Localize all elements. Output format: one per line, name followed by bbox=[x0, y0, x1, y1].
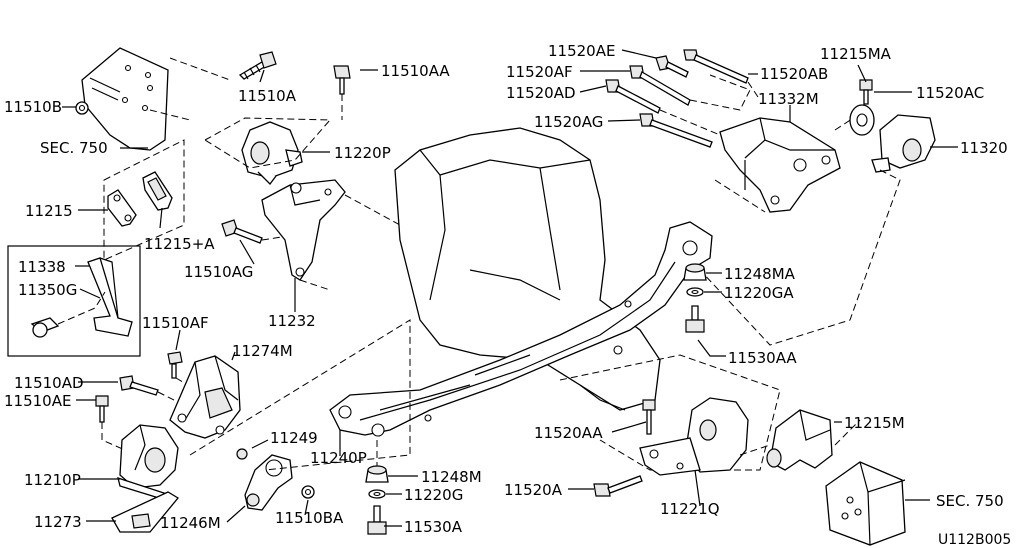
label-11215: 11215 bbox=[25, 202, 73, 220]
label-11510aa: 11510AA bbox=[381, 62, 450, 80]
label-11215a: 11215+A bbox=[144, 235, 215, 253]
label-11510a: 11510A bbox=[238, 87, 297, 105]
bolt-11530aa bbox=[685, 305, 705, 333]
label-11249: 11249 bbox=[270, 429, 318, 447]
label-11220p: 11220P bbox=[334, 144, 391, 162]
label-11274m: 11274M bbox=[232, 342, 293, 360]
label-11520af: 11520AF bbox=[506, 63, 573, 81]
bolt-11520ae bbox=[655, 55, 689, 78]
label-11210p: 11210P bbox=[24, 471, 81, 489]
bracket-11232 bbox=[261, 179, 346, 281]
washer-11510b bbox=[75, 101, 89, 115]
label-11232: 11232 bbox=[268, 312, 316, 330]
label-11510ae: 11510AE bbox=[4, 392, 71, 410]
bolt-11520aa bbox=[642, 399, 656, 435]
label-11520aa: 11520AA bbox=[534, 424, 603, 442]
label-11530a: 11530A bbox=[404, 518, 463, 536]
label-11320: 11320 bbox=[960, 139, 1008, 157]
label-11520ad: 11520AD bbox=[506, 84, 576, 102]
bolt-11510ag bbox=[221, 219, 263, 244]
label-11338: 11338 bbox=[18, 258, 66, 276]
bolt-11510a bbox=[238, 51, 277, 80]
label-11510ad: 11510AD bbox=[14, 374, 84, 392]
bolt-11520ad bbox=[605, 79, 661, 114]
bracket-11274m bbox=[169, 355, 241, 439]
inset-box bbox=[7, 245, 141, 357]
bracket-11273 bbox=[111, 491, 179, 533]
label-11221q: 11221Q bbox=[660, 500, 720, 518]
label-11215ma: 11215MA bbox=[820, 45, 892, 63]
top-left-bracket-sec750 bbox=[81, 47, 169, 151]
label-sec750-top: SEC. 750 bbox=[40, 139, 108, 157]
label-11520ag: 11520AG bbox=[534, 113, 603, 131]
label-sec750-bottom: SEC. 750 bbox=[936, 492, 1004, 510]
mount-11220p bbox=[204, 117, 332, 185]
mount-11320 bbox=[871, 114, 936, 173]
label-11520ab: 11520AB bbox=[760, 65, 828, 83]
leader-lines bbox=[62, 49, 958, 527]
block-sec750-bottom bbox=[825, 461, 906, 546]
bolt-11520ab bbox=[683, 49, 749, 84]
bolt-11510aa bbox=[333, 65, 351, 95]
label-11332m: 11332M bbox=[758, 90, 819, 108]
label-11510ba: 11510BA bbox=[275, 509, 344, 527]
label-11215m: 11215M bbox=[844, 414, 905, 432]
label-11510ag: 11510AG bbox=[184, 263, 253, 281]
label-11510b: 11510B bbox=[4, 98, 62, 116]
label-11510af: 11510AF bbox=[142, 314, 209, 332]
label-11240p: 11240P bbox=[310, 449, 367, 467]
bolt-11510af bbox=[167, 351, 183, 379]
label-11220g: 11220G bbox=[404, 486, 463, 504]
mount-11210p bbox=[117, 424, 179, 503]
bolt-11510ba bbox=[301, 485, 315, 499]
diagram-code: U112B005 bbox=[938, 532, 1011, 548]
stack-11248m bbox=[365, 465, 389, 483]
bracket-11215m bbox=[766, 409, 833, 471]
washer-11220g bbox=[368, 489, 386, 499]
bolt-11520af bbox=[629, 65, 691, 106]
washer-11215ma bbox=[849, 104, 875, 136]
bolt-11520ac bbox=[859, 79, 873, 105]
label-11350g: 11350G bbox=[18, 281, 77, 299]
bolt-11530a bbox=[367, 505, 387, 535]
bolt-11520a bbox=[593, 475, 643, 497]
label-11248ma: 11248MA bbox=[724, 265, 796, 283]
bolt-11520ag bbox=[639, 113, 713, 148]
label-11520a: 11520A bbox=[504, 481, 563, 499]
bracket-11215 bbox=[107, 189, 137, 227]
bolt-11510ad bbox=[119, 375, 159, 396]
label-11220ga: 11220GA bbox=[724, 284, 794, 302]
rod-11246m bbox=[244, 454, 293, 511]
washer-11220ga bbox=[686, 287, 704, 297]
bracket-11332m bbox=[719, 117, 841, 213]
label-11520ac: 11520AC bbox=[916, 84, 984, 102]
label-11530aa: 11530AA bbox=[728, 349, 797, 367]
label-11248m: 11248M bbox=[421, 468, 482, 486]
mount-11221q bbox=[639, 397, 749, 476]
bracket-11215a bbox=[142, 171, 173, 211]
label-11246m: 11246M bbox=[160, 514, 221, 532]
center-member-11240p bbox=[329, 221, 713, 437]
label-11273: 11273 bbox=[34, 513, 82, 531]
nut-11249 bbox=[236, 448, 248, 460]
stack-11248ma bbox=[683, 263, 707, 281]
bolt-11510ae bbox=[95, 395, 109, 423]
label-11520ae: 11520AE bbox=[548, 42, 615, 60]
